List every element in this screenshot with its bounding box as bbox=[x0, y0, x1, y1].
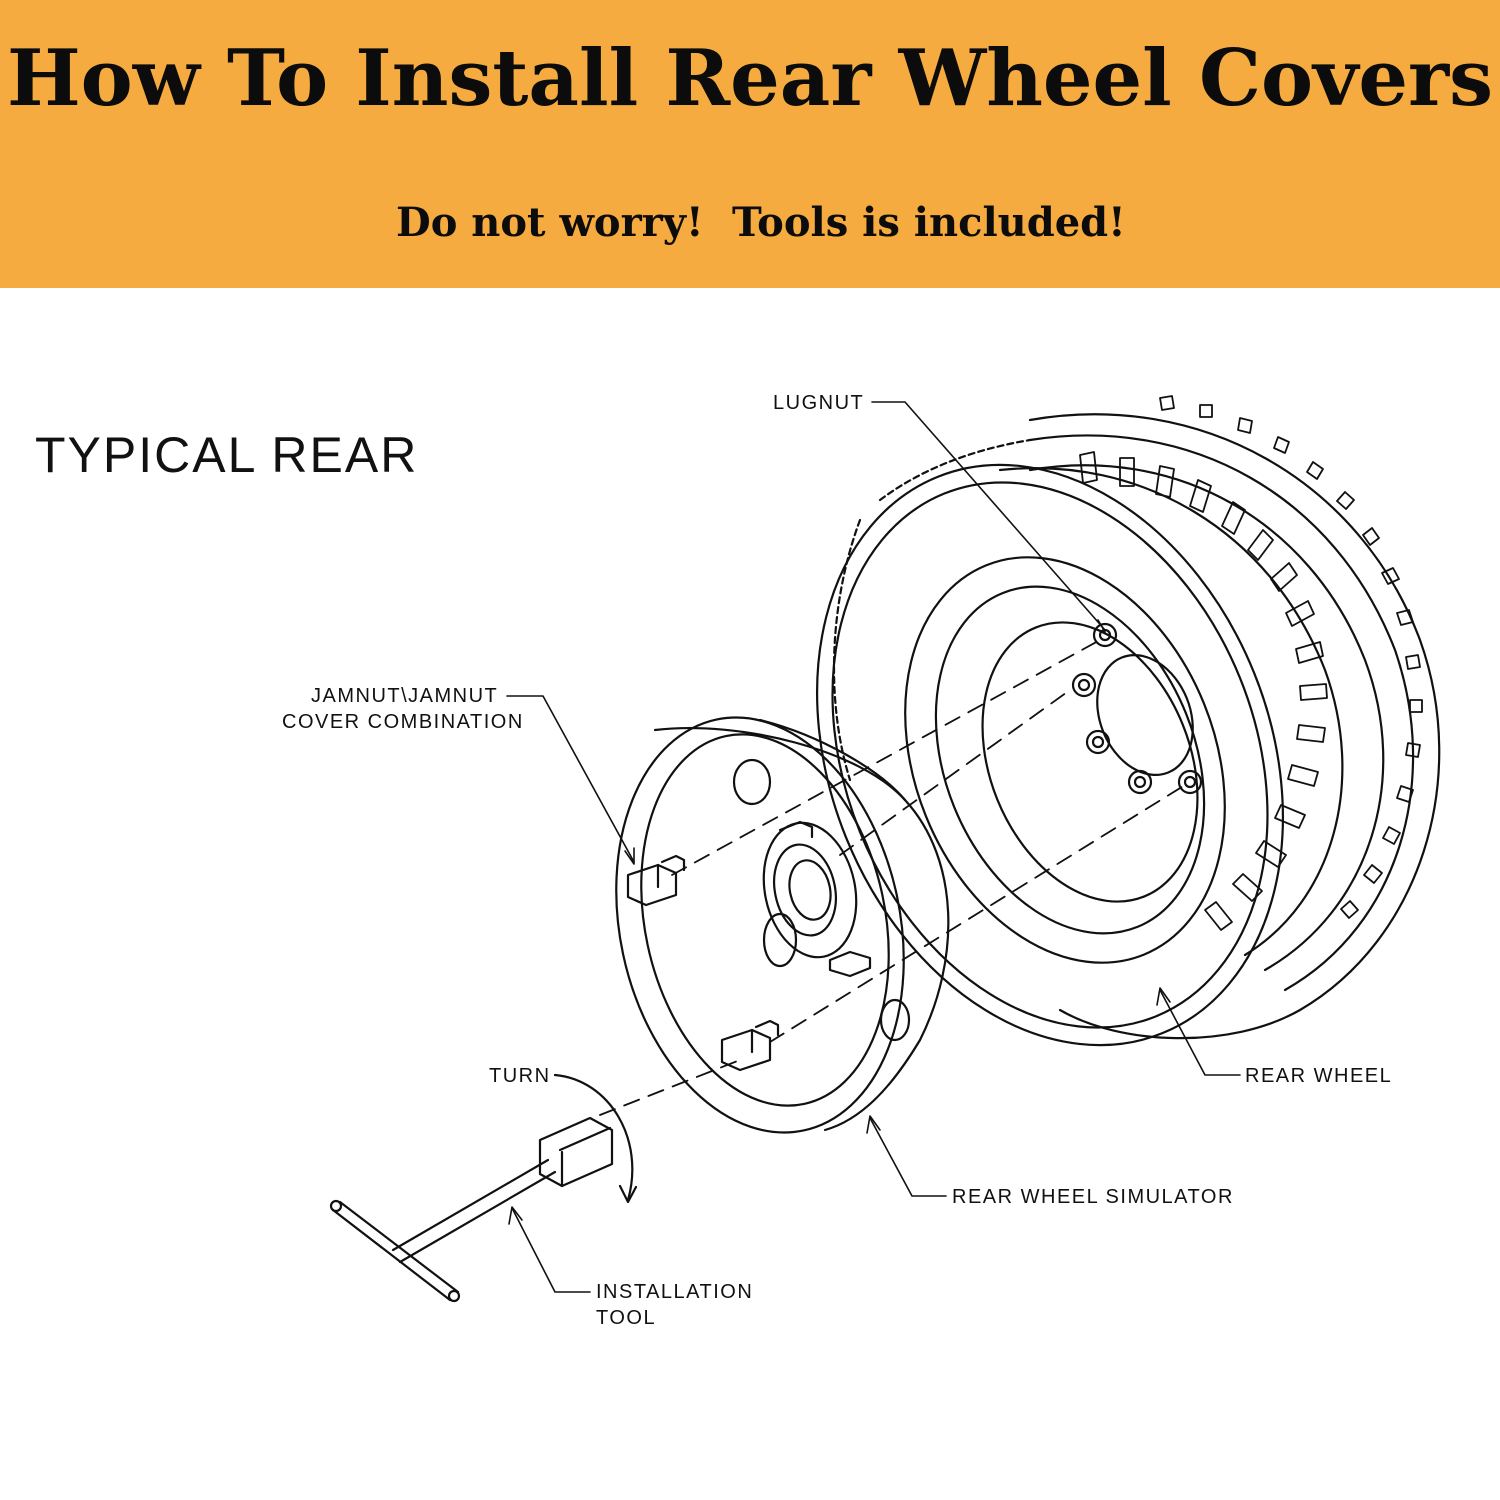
installation-tool bbox=[329, 1116, 614, 1303]
label-rear-wheel: REAR WHEEL bbox=[1245, 1065, 1393, 1087]
label-jamnut-line1: JAMNUT\JAMNUT bbox=[311, 685, 499, 707]
callout-leaders bbox=[506, 401, 1241, 1293]
subtitle-tools-included: Tools is included! bbox=[732, 199, 1126, 246]
label-lugnut: LUGNUT bbox=[773, 392, 865, 414]
label-rear-wheel-simulator: REAR WHEEL SIMULATOR bbox=[952, 1186, 1234, 1208]
turn-arrow bbox=[553, 1073, 638, 1204]
header-banner: How To Install Rear Wheel Covers Do not … bbox=[0, 0, 1500, 288]
label-turn: TURN bbox=[489, 1065, 551, 1087]
rear-wheel-tire bbox=[816, 395, 1441, 1047]
label-jamnut-line2: COVER COMBINATION bbox=[282, 711, 524, 733]
jamnut-lower bbox=[720, 1019, 780, 1072]
lugnut-set bbox=[1071, 622, 1203, 795]
rear-wheel-simulator bbox=[615, 716, 950, 1134]
rear-wheel-rim bbox=[904, 556, 1226, 964]
label-installation-tool-line1: INSTALLATION bbox=[596, 1281, 754, 1303]
subtitle-reassurance: Do not worry! bbox=[396, 199, 704, 246]
diagram-title: TYPICAL REAR bbox=[35, 427, 419, 483]
label-installation-tool-line2: TOOL bbox=[596, 1307, 657, 1329]
page-title: How To Install Rear Wheel Covers bbox=[6, 33, 1494, 124]
jamnut-upper bbox=[626, 854, 686, 907]
alignment-lines bbox=[599, 639, 1186, 1116]
